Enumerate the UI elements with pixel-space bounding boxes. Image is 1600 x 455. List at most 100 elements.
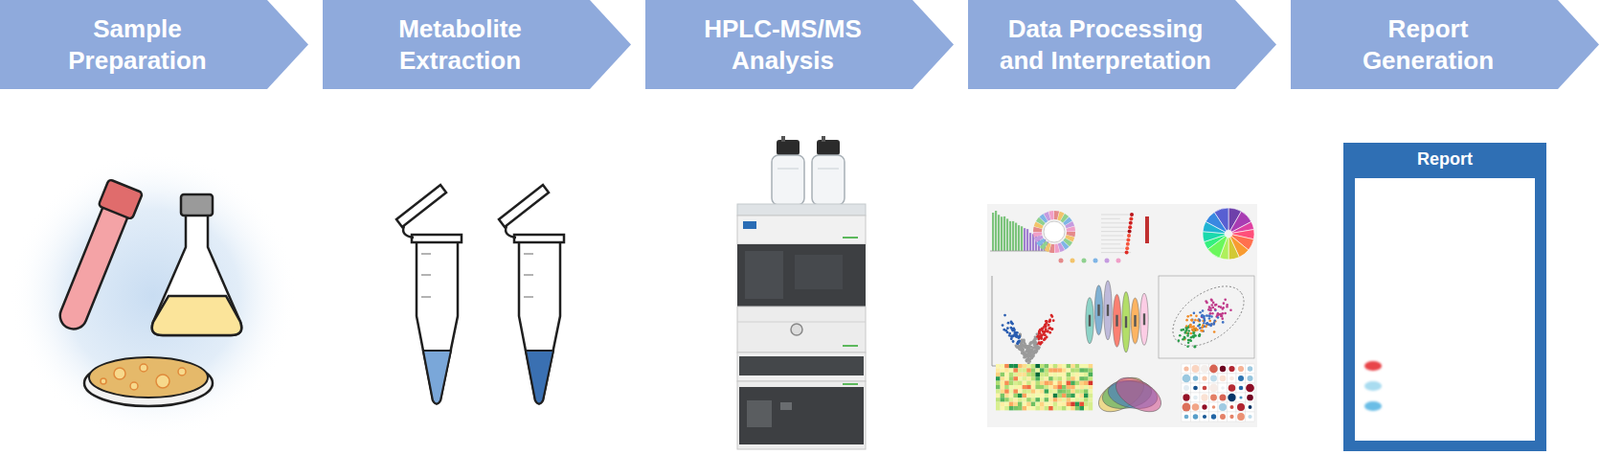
heatmap-part <box>1017 381 1023 385</box>
report-page-part <box>1393 404 1527 409</box>
scatter-plot-part <box>1215 303 1218 307</box>
heatmap-part <box>1026 397 1032 402</box>
scatter-plot-part <box>1201 329 1205 333</box>
heatmap-part <box>1088 405 1094 410</box>
scatter-plot-part <box>1189 323 1193 327</box>
heatmap-part <box>1017 376 1023 381</box>
heatmap-part <box>1013 388 1018 393</box>
volcano-plot-part <box>1032 354 1036 358</box>
correlation-matrix-part <box>1219 413 1226 420</box>
correlation-matrix-part <box>1245 363 1256 374</box>
correlation-matrix-part <box>1237 403 1245 411</box>
correlation-matrix-part <box>1199 411 1210 422</box>
volcano-plot-part <box>1026 344 1030 348</box>
heatmap-part <box>1000 367 1006 372</box>
volcano-plot-part <box>1016 336 1020 339</box>
chevron-fill <box>645 0 954 90</box>
volcano-plot-part <box>1036 346 1039 350</box>
volcano-plot-part <box>1047 323 1051 327</box>
heatmap-part <box>1061 381 1067 385</box>
centrifuge-tube-part <box>421 273 431 276</box>
correlation-matrix-part <box>1245 392 1256 403</box>
scatter-plot-part <box>1184 329 1188 333</box>
volcano-plot-part <box>1045 321 1049 325</box>
centrifuge-tube-part <box>525 350 554 405</box>
heatmap-part <box>1022 384 1028 389</box>
correlation-matrix-part <box>1199 363 1210 374</box>
scatter-plot-part <box>1190 336 1194 339</box>
heatmap-part <box>1083 381 1089 385</box>
heatmap-part <box>1000 372 1006 377</box>
correlation-matrix-part <box>1182 403 1192 412</box>
heatmap-part <box>1053 381 1059 385</box>
correlation-matrix-part <box>1199 373 1210 384</box>
heatmap-part <box>1070 393 1076 398</box>
scatter-plot-part <box>1207 308 1211 312</box>
heatmap-part <box>1057 402 1062 406</box>
scatter-plot-part <box>1209 324 1213 328</box>
dot-plot-part <box>1101 218 1121 220</box>
heatmap-part <box>995 363 1001 368</box>
scatter-plot-part <box>1189 314 1193 317</box>
heatmap-part <box>1048 397 1054 402</box>
heatmap-part <box>1075 372 1081 377</box>
volcano-plot-part <box>1023 345 1027 349</box>
hplc-instrument-part <box>794 254 843 290</box>
scatter-plot-part <box>1203 318 1207 322</box>
heatmap-part <box>1039 384 1045 389</box>
heatmap-part <box>1004 376 1010 381</box>
dot-plot-part <box>1101 214 1131 216</box>
circular-plot-part <box>1048 210 1054 220</box>
correlation-matrix-part <box>1209 363 1219 374</box>
legend-dot <box>1081 258 1087 264</box>
heatmap-part <box>1083 393 1089 398</box>
volcano-plot-part <box>1052 318 1056 322</box>
heatmap-part <box>1017 402 1023 406</box>
scatter-plot-part <box>1204 299 1208 303</box>
volcano-plot-part <box>1023 342 1027 346</box>
heatmap-part <box>1057 372 1062 377</box>
heatmap-part <box>1079 397 1084 402</box>
volcano-plot-part <box>1033 346 1037 350</box>
heatmap-part <box>1048 376 1054 381</box>
heatmap-part <box>1070 372 1076 377</box>
heatmap-part <box>1070 388 1076 393</box>
volcano-plot-part <box>1015 341 1019 345</box>
scatter-plot-part <box>1162 273 1255 358</box>
correlation-matrix-part <box>1217 373 1228 384</box>
heatmap-part <box>1017 405 1023 410</box>
scatter-plot-part <box>1186 326 1190 330</box>
heatmap-part <box>995 381 1001 385</box>
dot-plot-part <box>1101 243 1121 245</box>
heatmap-part <box>1000 384 1006 389</box>
violin-plot-part <box>1122 291 1130 353</box>
dot-plot-part <box>1128 216 1133 221</box>
correlation-matrix-part <box>1193 375 1199 382</box>
correlation-matrix-part <box>1181 363 1192 374</box>
heatmap-part <box>1004 363 1010 368</box>
bar-chart-part <box>1012 221 1015 251</box>
correlation-matrix-part <box>1227 392 1238 403</box>
heatmap-part <box>1057 363 1062 368</box>
heatmap-part <box>1070 397 1076 402</box>
heatmap-part <box>995 367 1001 372</box>
volcano-plot-part <box>1050 315 1054 318</box>
heatmap-part <box>1044 367 1050 372</box>
dot-plot-part <box>1101 235 1124 237</box>
heatmap-part <box>1083 397 1089 402</box>
report-page-part <box>1362 246 1432 251</box>
chevron-fill <box>0 0 309 90</box>
heatmap-part <box>1066 393 1072 398</box>
hplc-instrument-part <box>746 400 772 428</box>
bar-chart-part <box>997 214 1000 251</box>
hplc-instrument-part <box>842 236 858 239</box>
scatter-plot-part <box>1194 334 1197 338</box>
chord-diagram <box>1202 207 1255 260</box>
correlation-matrix-part <box>1183 365 1189 371</box>
correlation-matrix-part <box>1181 373 1192 384</box>
heatmap-part <box>1026 363 1032 368</box>
heatmap-part <box>1035 402 1040 406</box>
correlation-matrix-part <box>1218 393 1226 401</box>
dot-plot-part <box>1101 247 1125 249</box>
violin-plot-part <box>1106 304 1109 316</box>
